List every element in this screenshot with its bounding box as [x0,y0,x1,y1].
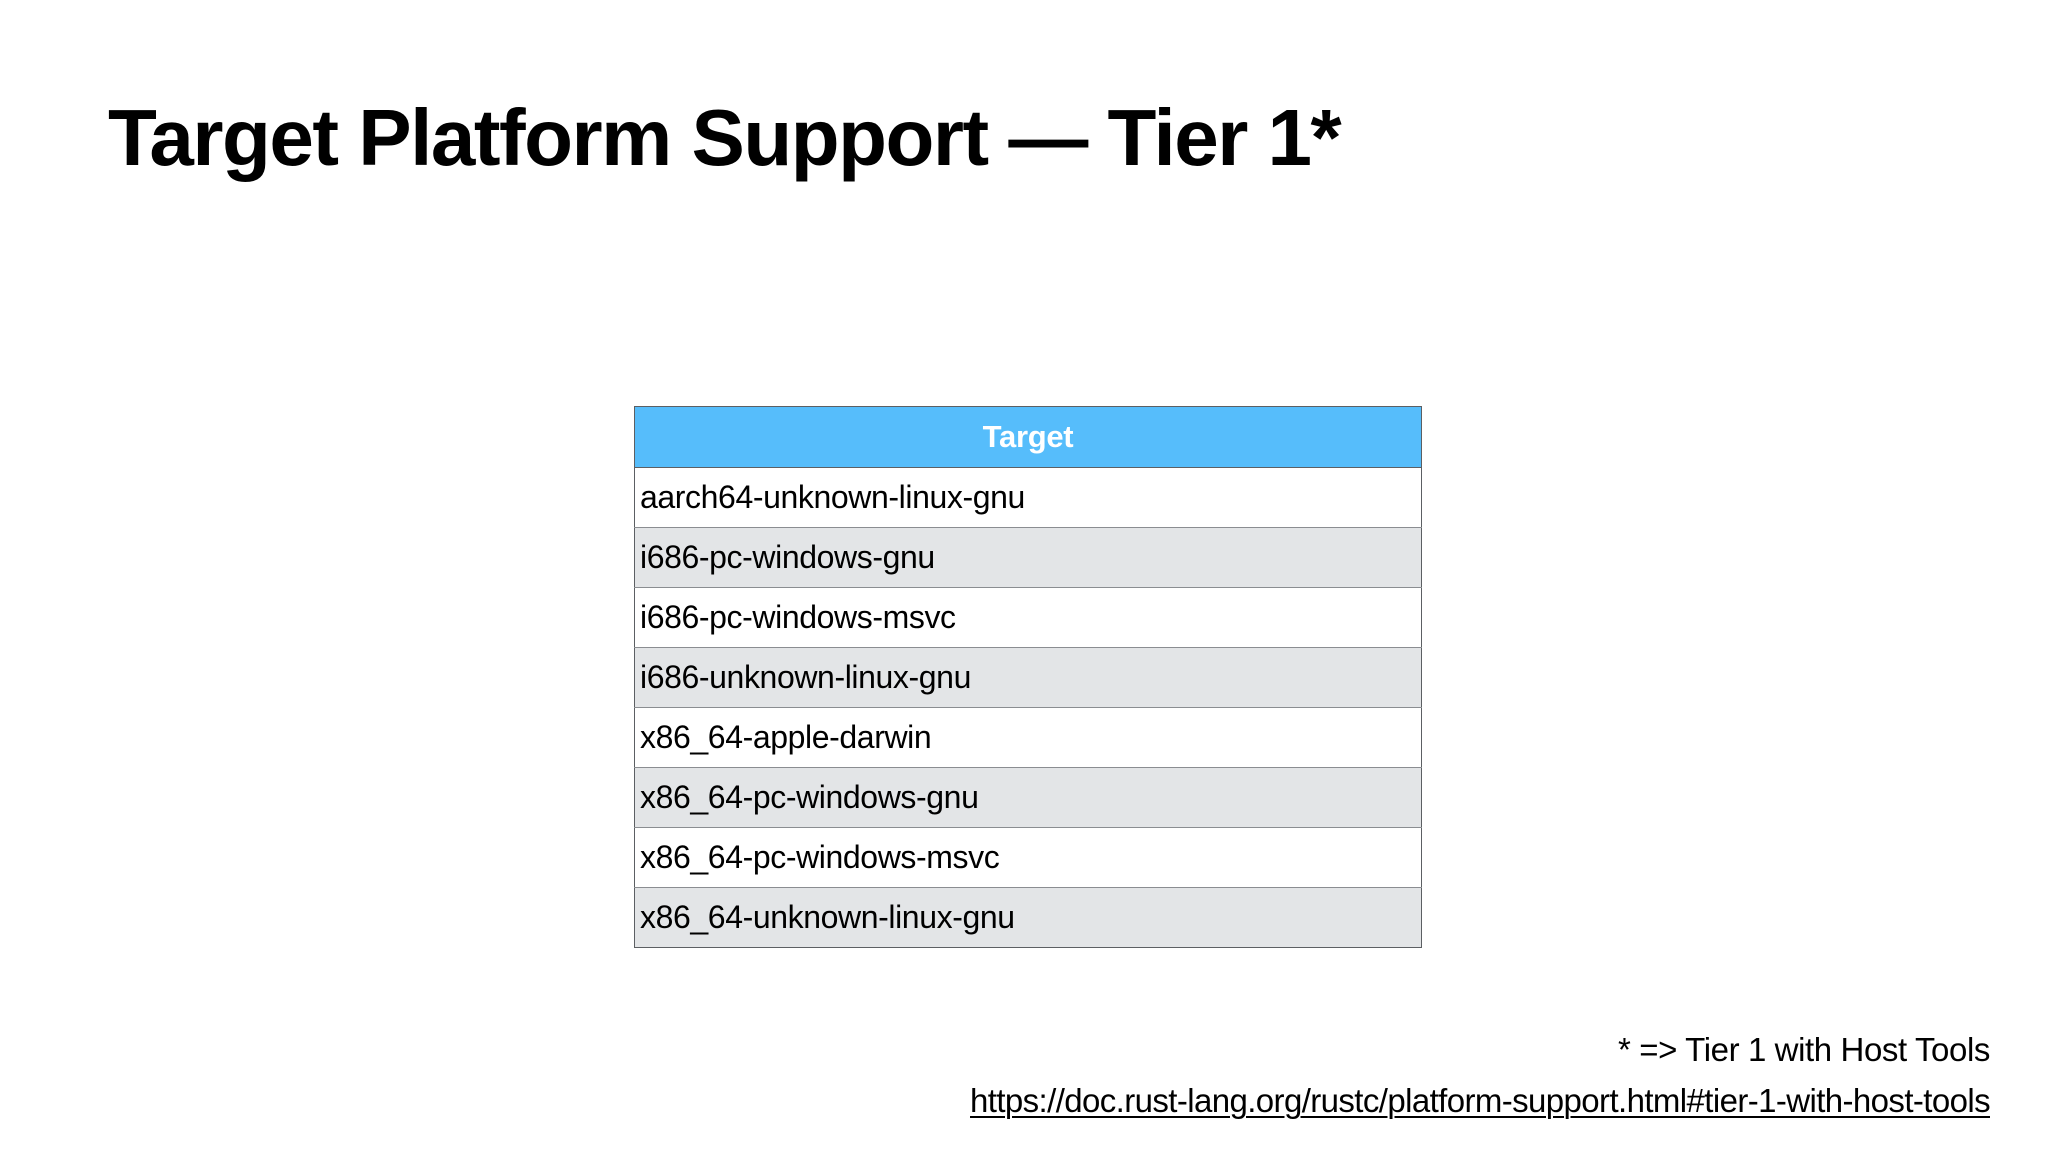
source-url-link[interactable]: https://doc.rust-lang.org/rustc/platform… [970,1082,1991,1119]
table-row: i686-unknown-linux-gnu [634,647,1422,708]
target-platform-table: Target aarch64-unknown-linux-gnu i686-pc… [634,406,1422,948]
table-body: aarch64-unknown-linux-gnu i686-pc-window… [634,467,1422,948]
page-title: Target Platform Support — Tier 1* [108,93,1342,182]
table-header: Target [634,406,1422,468]
target-cell: i686-pc-windows-msvc [634,587,1422,648]
table-row: i686-pc-windows-gnu [634,527,1422,588]
target-cell: x86_64-pc-windows-gnu [634,767,1422,828]
column-header-target: Target [634,406,1422,468]
target-cell: x86_64-apple-darwin [634,707,1422,768]
table-row: x86_64-apple-darwin [634,707,1422,768]
footnote-text: * => Tier 1 with Host Tools [1618,1031,1990,1068]
table-header-row: Target [634,406,1422,468]
table-row: x86_64-pc-windows-gnu [634,767,1422,828]
target-cell: aarch64-unknown-linux-gnu [634,467,1422,528]
target-cell: i686-pc-windows-gnu [634,527,1422,588]
table-row: i686-pc-windows-msvc [634,587,1422,648]
target-cell: i686-unknown-linux-gnu [634,647,1422,708]
table-row: x86_64-pc-windows-msvc [634,827,1422,888]
table-row: x86_64-unknown-linux-gnu [634,887,1422,948]
target-cell: x86_64-unknown-linux-gnu [634,887,1422,948]
target-cell: x86_64-pc-windows-msvc [634,827,1422,888]
table-row: aarch64-unknown-linux-gnu [634,467,1422,528]
